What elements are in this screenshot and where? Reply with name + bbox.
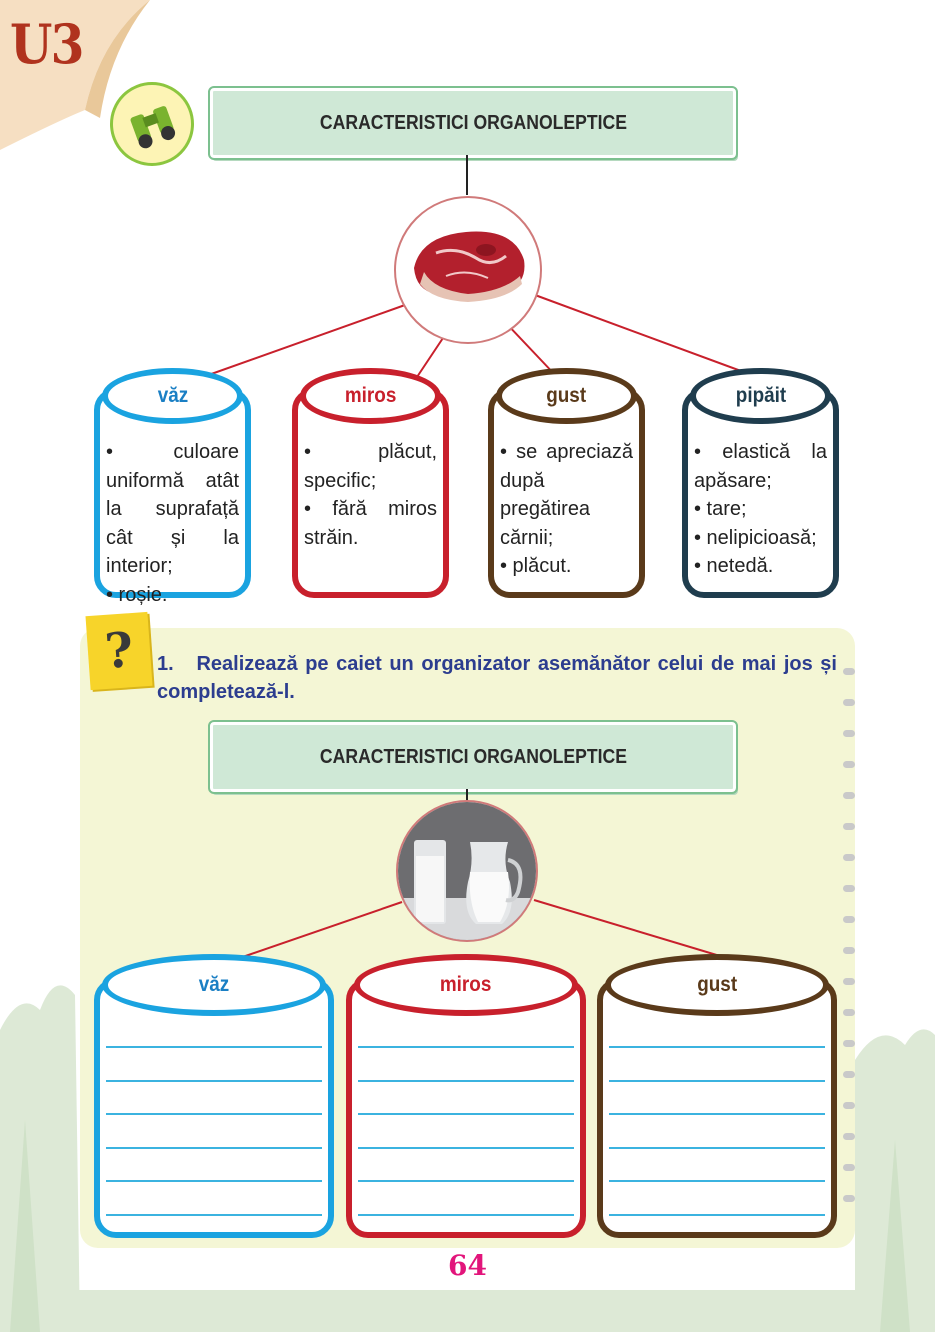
spiral-binding xyxy=(843,668,857,1228)
card-taste-item: • se apreciază după pregătirea cărnii; xyxy=(500,441,633,549)
card-smell-heading: miros xyxy=(300,368,441,424)
exercise-card-smell-heading: miros xyxy=(354,954,578,1016)
card-smell-item: • plăcut, specific; xyxy=(304,441,437,492)
card-sight-heading: văz xyxy=(102,368,243,424)
card-sight-item: • culoare uniformă atât la suprafață cât… xyxy=(106,441,239,577)
unit-label: U3 xyxy=(10,12,84,76)
card-touch-item: • netedă. xyxy=(694,555,774,577)
card-touch: pipăit • elastică la apăsare; • tare; • … xyxy=(682,368,839,598)
exercise-organizer-title-text: CARACTERISTICI ORGANOLEPTICE xyxy=(319,745,627,768)
card-sight-item: • roșie. xyxy=(106,583,168,606)
writing-lines xyxy=(609,1046,825,1247)
exercise-card-taste-heading: gust xyxy=(605,954,829,1016)
exercise-card-smell: miros xyxy=(346,954,586,1238)
writing-lines xyxy=(106,1046,322,1247)
card-smell-body: • plăcut, specific; • fără miros străin. xyxy=(304,438,437,552)
card-touch-body: • elastică la apăsare; • tare; • nelipic… xyxy=(694,438,827,581)
meat-image xyxy=(394,196,542,344)
writing-lines xyxy=(358,1046,574,1247)
organizer-title-text: CARACTERISTICI ORGANOLEPTICE xyxy=(319,111,627,134)
page-corner-curl xyxy=(0,0,150,150)
exercise-organizer-title: CARACTERISTICI ORGANOLEPTICE xyxy=(208,720,738,794)
milk-image xyxy=(396,800,538,942)
organizer-title: CARACTERISTICI ORGANOLEPTICE xyxy=(208,86,738,160)
page-number: 64 xyxy=(448,1249,487,1282)
card-touch-heading: pipăit xyxy=(690,368,831,424)
card-taste-heading: gust xyxy=(496,368,637,424)
exercise-number: 1. xyxy=(157,653,174,675)
organizer-connectors xyxy=(199,155,761,381)
card-taste: gust • se apreciază după pregătirea cărn… xyxy=(488,368,645,598)
exercise-card-sight: văz xyxy=(94,954,334,1238)
card-smell: miros • plăcut, specific; • fără miros s… xyxy=(292,368,449,598)
card-sight: văz • culoare uniformă atât la suprafață… xyxy=(94,368,251,606)
exercise-instruction: 1. Realizează pe caiet un organizator as… xyxy=(157,650,837,706)
card-smell-item: • fără miros străin. xyxy=(304,498,437,549)
card-touch-item: • nelipicioasă; xyxy=(694,526,817,549)
card-taste-item: • plăcut. xyxy=(500,555,572,577)
card-touch-item: • tare; xyxy=(694,498,747,520)
card-sight-body: • culoare uniformă atât la suprafață cât… xyxy=(106,438,239,609)
card-taste-body: • se apreciază după pregătirea cărnii; •… xyxy=(500,438,633,581)
exercise-card-sight-heading: văz xyxy=(102,954,326,1016)
exercise-text: Realizează pe caiet un organizator asemă… xyxy=(157,653,837,703)
binoculars-icon xyxy=(110,82,194,166)
card-touch-item: • elastică la apăsare; xyxy=(694,441,827,492)
exercise-card-taste: gust xyxy=(597,954,837,1238)
